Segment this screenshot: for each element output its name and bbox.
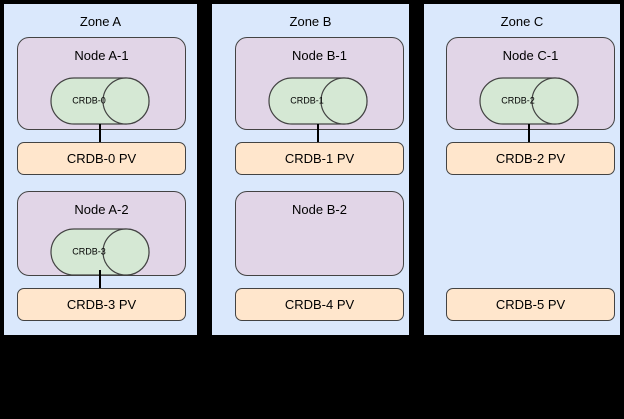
node-b-2[interactable]: Node B-2 (235, 191, 404, 276)
pv-crdb-3-label: CRDB-3 PV (66, 296, 137, 312)
database-cylinder-icon-crdb-0[interactable]: CRDB-0 (50, 77, 150, 125)
connector-node-a-1-to-crdb-0-pv (99, 124, 101, 144)
database-cylinder-icon-crdb-3[interactable]: CRDB-3 (50, 228, 150, 276)
connector-node-c-1-to-crdb-2-pv (528, 124, 530, 144)
pv-crdb-5[interactable]: CRDB-5 PV (446, 288, 615, 321)
pv-crdb-2[interactable]: CRDB-2 PV (446, 142, 615, 175)
cylinder-shape (50, 77, 150, 125)
cylinder-shape (50, 228, 150, 276)
node-c-1[interactable]: Node C-1 CRDB-2 (446, 37, 615, 130)
node-a-1-label: Node A-1 (74, 48, 129, 63)
pv-crdb-3[interactable]: CRDB-3 PV (17, 288, 186, 321)
node-b-1-label: Node B-1 (292, 48, 347, 63)
cylinder-shape (268, 77, 368, 125)
pv-crdb-1-label: CRDB-1 PV (284, 150, 355, 166)
pv-crdb-4-label: CRDB-4 PV (284, 296, 355, 312)
pv-crdb-1[interactable]: CRDB-1 PV (235, 142, 404, 175)
pv-crdb-4[interactable]: CRDB-4 PV (235, 288, 404, 321)
pv-crdb-0-label: CRDB-0 PV (66, 150, 137, 166)
node-a-1[interactable]: Node A-1 CRDB-0 (17, 37, 186, 130)
cylinder-shape (479, 77, 579, 125)
pv-crdb-2-label: CRDB-2 PV (495, 150, 566, 166)
zone-b-label: Zone B (289, 14, 332, 29)
zone-a-label: Zone A (79, 14, 122, 29)
node-b-2-label: Node B-2 (292, 202, 347, 217)
node-b-1[interactable]: Node B-1 CRDB-1 (235, 37, 404, 130)
crdb-3-label: CRDB-3 (72, 246, 106, 257)
zone-c-label: Zone C (500, 14, 544, 29)
zone-b[interactable]: Zone B Node B-1 CRDB-1 CRDB-1 PV Node B-… (212, 4, 409, 335)
pv-crdb-5-label: CRDB-5 PV (495, 296, 566, 312)
node-c-1-label: Node C-1 (502, 48, 559, 63)
crdb-2-label: CRDB-2 (501, 95, 535, 106)
pv-crdb-0[interactable]: CRDB-0 PV (17, 142, 186, 175)
crdb-0-label: CRDB-0 (72, 95, 106, 106)
crdb-1-label: CRDB-1 (290, 95, 324, 106)
connector-node-a-2-to-crdb-3-pv (99, 270, 101, 289)
database-cylinder-icon-crdb-2[interactable]: CRDB-2 (479, 77, 579, 125)
zone-a[interactable]: Zone A Node A-1 CRDB-0 CRDB-0 PV Node A-… (4, 4, 197, 335)
connector-node-b-1-to-crdb-1-pv (317, 124, 319, 144)
database-cylinder-icon-crdb-1[interactable]: CRDB-1 (268, 77, 368, 125)
node-a-2[interactable]: Node A-2 CRDB-3 (17, 191, 186, 276)
node-a-2-label: Node A-2 (74, 202, 129, 217)
zone-c[interactable]: Zone C Node C-1 CRDB-2 CRDB-2 PV CRDB-5 … (424, 4, 620, 335)
